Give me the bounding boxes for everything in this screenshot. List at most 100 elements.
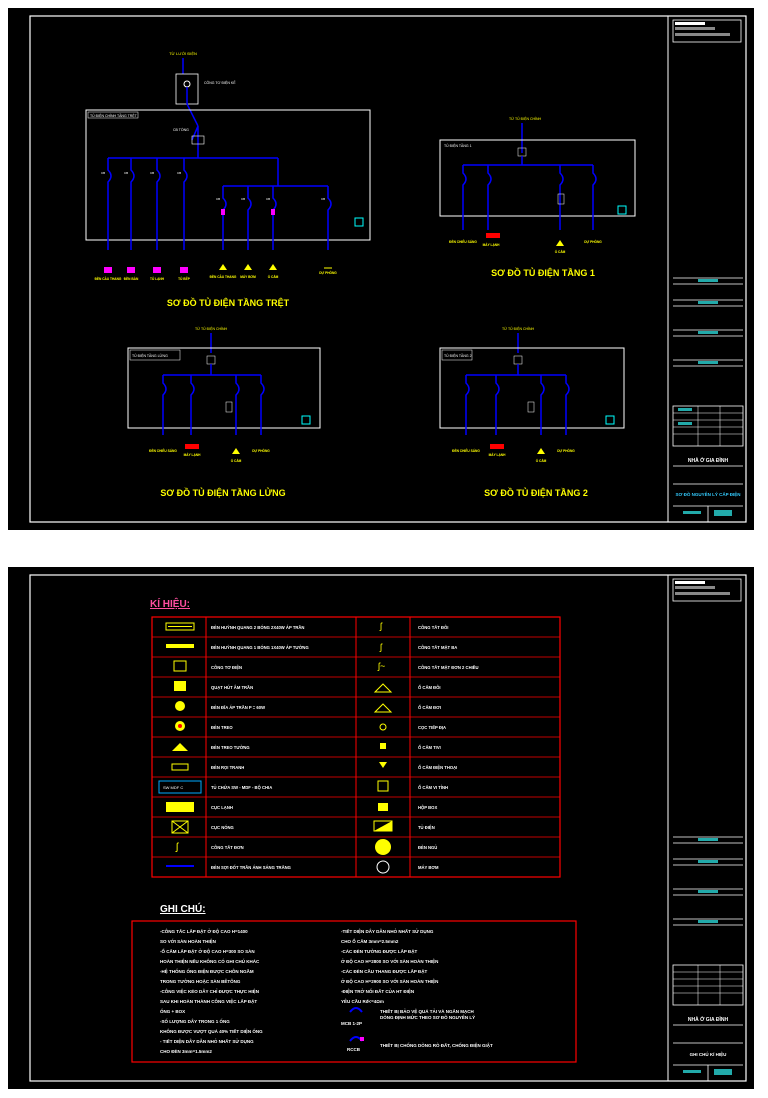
- legend-right-item: Ổ CẮM ĐIỆN THOẠI: [418, 765, 457, 770]
- mezzanine-panel: TỪ TỦ ĐIỆN CHÍNH TỦ ĐIỆN TẦNG LỬNG ĐÈN C…: [127, 326, 321, 498]
- svg-text:CB: CB: [177, 171, 181, 175]
- floor1-panel-box: [439, 139, 636, 217]
- note-left-line: -Ổ CẮM LẮP ĐẶT Ở ĐỘ CAO H=300 SO SÀN: [160, 947, 255, 954]
- floor2-title: SƠ ĐỒ TỦ ĐIỆN TẦNG 2: [484, 487, 588, 498]
- svg-text:CB: CB: [321, 197, 325, 201]
- legend-left-item: ĐÈN HUỲNH QUANG 1 BÓNG 1X40W ÁP TƯỜNG: [211, 645, 309, 650]
- ground-load-5: ĐÈN CẦU THANG: [210, 274, 237, 279]
- ground-load-4: TỦ BẾP: [178, 276, 191, 281]
- note-right-line: -CÁC ĐÈN CẦU THANG ĐƯỢC LẮP ĐẶT: [341, 967, 427, 974]
- note-left-line: HOÀN THIỆN NẾU KHÔNG CÓ GHI CHÚ KHÁC: [160, 957, 260, 964]
- ground-load-3: TỦ LẠNH: [150, 276, 165, 281]
- note-right-line: Ở ĐỘ CAO H=2800 SO VỚI SÀN HOÀN THIỆN: [341, 957, 438, 964]
- legend-right-item: CỌC TIẾP ĐỊA: [418, 725, 446, 730]
- floor1-panel: TỪ TỦ ĐIỆN CHÍNH TỦ ĐIỆN TẦNG 1 ĐÈN CHIẾ…: [439, 116, 636, 278]
- f1-load-1: ĐÈN CHIẾU SÁNG: [449, 239, 477, 244]
- legend-left-item: CỤC LẠNH: [211, 805, 233, 810]
- legend-right-item: ĐÈN NGỦ: [418, 845, 437, 850]
- inner-border: [29, 15, 747, 523]
- mezz-load-2: MÁY LẠNH: [184, 452, 201, 457]
- legend-left-item: TỦ CHỨA SW - MDF - BỘ CHIA: [211, 785, 272, 790]
- drawing-sheet-2: NHÀ Ở GIA ĐÌNH GHI CHÚ KÍ HIỆU KÍ HIỆU: …: [6, 565, 756, 1091]
- note-left-line: -CÔNG VIỆC KÉO DÂY CHỈ ĐƯỢC THỰC HIỆN: [160, 987, 259, 994]
- legend-left-item: QUẠT HÚT ÂM TRẦN: [211, 685, 253, 690]
- note-left-line: SAU KHI HOÀN THÀNH CÔNG VIỆC LẮP ĐẶT: [160, 997, 257, 1004]
- svg-text:CB: CB: [241, 197, 245, 201]
- legend-left-item: ĐÈN SỢI ĐỐT TRẦN ÁNH SÁNG TRẮNG: [211, 865, 291, 870]
- legend-right-item: Ổ CẮM ĐƠI: [418, 705, 441, 710]
- legend-left-item: CÔNG TƠ ĐIỆN: [211, 665, 242, 670]
- note-left-line: TRONG TƯỜNG HOẶC SÀN BÊTÔNG: [160, 977, 241, 984]
- mezz-load-1: ĐÈN CHIẾU SÁNG: [149, 448, 177, 453]
- mcb-text-2: DÒNG ĐỊNH MỨC THEO SƠ ĐỒ NGUYÊN LÝ: [380, 1013, 475, 1020]
- note-left-line: CHO ĐÈN 3mm=1.5mm2: [160, 1047, 212, 1054]
- svg-text:CB: CB: [101, 171, 105, 175]
- legend-left-item: CỤC NÓNG: [211, 825, 234, 830]
- mezz-load-3: Ổ CẮM: [231, 458, 242, 463]
- legend-right-item: CÔNG TẮT MẶT ĐƠN 2 CHIỀU: [418, 665, 479, 670]
- note-left-line: -HỆ THỐNG ỐNG ĐIỆN ĐƯỢC CHÔN NGẦM: [160, 967, 254, 974]
- svg-text:ʃ~: ʃ~: [377, 661, 385, 671]
- svg-text:TỦ ĐIỆN TẦNG 2: TỦ ĐIỆN TẦNG 2: [444, 353, 472, 358]
- note-left-line: - TIẾT DIỆN DÂY DẪN NHỎ NHẤT SỬ DỤNG: [160, 1037, 254, 1044]
- rcd-text: THIẾT BỊ CHỐNG DÒNG RÒ ĐẤT, CHỐNG ĐIỆN G…: [380, 1041, 493, 1048]
- mezzanine-title: SƠ ĐỒ TỦ ĐIỆN TẦNG LỬNG: [160, 487, 285, 498]
- svg-text:ʃ: ʃ: [379, 621, 383, 631]
- legend-symbols-right: ʃ ʃ ʃ~: [373, 621, 393, 874]
- svg-text:SW MDF C: SW MDF C: [163, 785, 183, 790]
- legend-right-item: CÔNG TẮT ĐÔI: [418, 625, 448, 630]
- note-right-line: Ở ĐỘ CAO H=2900 SO VỚI SÀN HOÀN THIỆN: [341, 977, 438, 984]
- ground-floor-panel: TỪ LƯỚI ĐIỆN CÔNG TƠ ĐIỆN KẾ TỦ ĐIỆN CHÍ…: [85, 51, 371, 308]
- legend-left-item: ĐÈN TREO: [211, 725, 233, 730]
- legend-right-item: Ổ CẮM TIVI: [418, 745, 441, 750]
- panel-schedule-drawing: NHÀ Ở GIA ĐÌNH SƠ ĐỒ NGUYÊN LÝ CẤP ĐIỆN …: [29, 15, 747, 523]
- tb2-drawing: GHI CHÚ KÍ HIỆU: [690, 1050, 727, 1057]
- svg-text:ʃ: ʃ: [379, 642, 383, 652]
- title-block: NHÀ Ở GIA ĐÌNH SƠ ĐỒ NGUYÊN LÝ CẤP ĐIỆN: [667, 16, 744, 522]
- ground-title: SƠ ĐỒ TỦ ĐIỆN TẦNG TRỆT: [167, 297, 290, 308]
- legend-left-item: ĐÈN ĐĨA ÁP TRẦN P = 60W: [211, 705, 265, 710]
- note-left-line: SO VỚI SÀN HOÀN THIỆN: [160, 937, 216, 944]
- ground-load-6: MÁY BƠM: [240, 274, 256, 279]
- svg-text:CB TỔNG: CB TỔNG: [173, 127, 189, 132]
- mezz-panel-box: [127, 347, 321, 429]
- svg-text:TỪ TỦ ĐIỆN CHÍNH: TỪ TỦ ĐIỆN CHÍNH: [502, 326, 535, 331]
- note-right-line: YÊU CẦU Rđ<=4Ωm: [341, 997, 384, 1004]
- drawing-sheet-1: NHÀ Ở GIA ĐÌNH SƠ ĐỒ NGUYÊN LÝ CẤP ĐIỆN …: [6, 6, 756, 532]
- notes-box: [131, 920, 577, 1063]
- mcb-text-1: THIẾT BỊ BẢO VỆ QUÁ TẢI VÀ NGẮN MẠCH: [380, 1007, 474, 1014]
- ground-load-1: ĐÈN CẦU THANG: [95, 276, 122, 281]
- svg-text:TỪ TỦ ĐIỆN CHÍNH: TỪ TỦ ĐIỆN CHÍNH: [195, 326, 228, 331]
- f1-load-3: Ổ CẮM: [555, 249, 566, 254]
- f2-load-3: Ổ CẮM: [536, 458, 547, 463]
- f2-load-2: MÁY LẠNH: [489, 452, 506, 457]
- note-left-line: -CÔNG TẮC LẮP ĐẶT Ở ĐỘ CAO H=1400: [160, 927, 248, 934]
- svg-text:TỦ ĐIỆN CHÍNH TẦNG TRỆT: TỦ ĐIỆN CHÍNH TẦNG TRỆT: [90, 113, 138, 118]
- f2-load-4: DỰ PHÒNG: [557, 448, 575, 453]
- legend-left-item: ĐÈN TREO TƯỜNG: [211, 745, 250, 750]
- mcb-label: MCB 1-2P: [341, 1021, 362, 1026]
- svg-text:TỦ ĐIỆN TẦNG 1: TỦ ĐIỆN TẦNG 1: [444, 143, 472, 148]
- svg-text:CB: CB: [124, 171, 128, 175]
- legend-left-item: CÔNG TẮT ĐƠN: [211, 845, 244, 850]
- title-block-2: NHÀ Ở GIA ĐÌNH GHI CHÚ KÍ HIỆU: [667, 575, 744, 1081]
- f2-load-1: ĐÈN CHIẾU SÁNG: [452, 448, 480, 453]
- legend-left-item: ĐÈN RỌI TRANH: [211, 765, 244, 770]
- ground-load-7: Ổ CẮM: [268, 274, 279, 279]
- ground-load-2: ĐÈN BÀN: [124, 276, 139, 281]
- legend-right-item: Ổ CẮM ĐÔI: [418, 685, 441, 690]
- legend-right-item: MÁY BƠM: [418, 865, 439, 870]
- legend-symbols-left: SW MDF C ʃ: [158, 622, 202, 867]
- rcd-label: RCCB: [347, 1047, 361, 1052]
- svg-text:CB: CB: [216, 197, 220, 201]
- legend-table: SW MDF C ʃ ʃ ʃ ʃ~ ĐÈN HUỲNH QUANG 2 BÓNG…: [151, 616, 561, 878]
- legend-right-item: Ổ CẮM VI TÍNH: [418, 785, 448, 790]
- inner-border-2: [29, 574, 747, 1082]
- floor1-title: SƠ ĐỒ TỦ ĐIỆN TẦNG 1: [491, 267, 595, 278]
- legend-title: KÍ HIỆU:: [150, 597, 190, 610]
- svg-text:ʃ: ʃ: [175, 842, 179, 853]
- note-left-line: KHÔNG ĐƯỢC VƯỢT QUÁ 40% TIẾT DIỆN ỐNG: [160, 1027, 263, 1034]
- note-right-line: -ĐIỆN TRỞ NỐI ĐẤT CỦA HT ĐIỆN: [341, 987, 414, 994]
- f1-load-4: DỰ PHÒNG: [584, 239, 602, 244]
- mcb-symbol: [349, 1007, 363, 1013]
